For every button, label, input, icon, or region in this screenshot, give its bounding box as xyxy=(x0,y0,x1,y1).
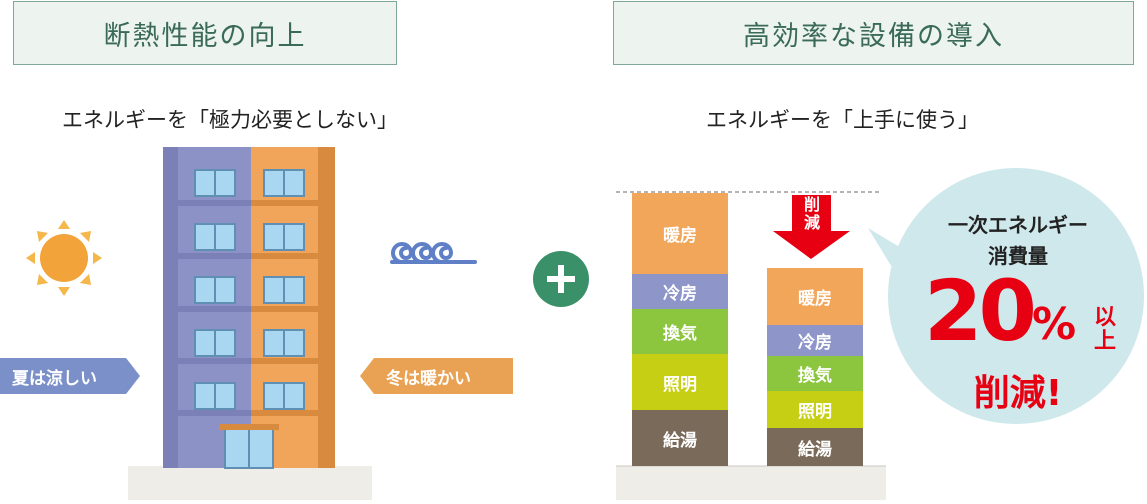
bubble-line1: 一次エネルギー xyxy=(948,213,1088,237)
summer-cool-tag: 夏は涼しい xyxy=(0,358,140,394)
segment-cooling-after: 冷房 xyxy=(767,325,863,356)
segment-cooling-before: 冷房 xyxy=(632,274,728,309)
ground xyxy=(128,466,372,500)
bubble-percent: % xyxy=(1032,299,1077,350)
floor-bands xyxy=(163,200,335,416)
building-illustration xyxy=(26,147,477,500)
left-subtitle: エネルギーを「極力必要としない」 xyxy=(62,108,398,132)
bar-after: 暖房 冷房 換気 照明 給湯 xyxy=(767,268,863,466)
bubble-line2: 消費量 xyxy=(988,244,1048,268)
segment-ventilation-after: 換気 xyxy=(767,356,863,391)
summer-cool-label: 夏は涼しい xyxy=(12,368,97,389)
bubble-suffix-top: 以 xyxy=(1094,305,1117,330)
segment-hotwater-before: 給湯 xyxy=(632,410,728,466)
segment-lighting-after: 照明 xyxy=(767,391,863,428)
segment-heating-before: 暖房 xyxy=(632,193,728,274)
reduction-arrow-icon xyxy=(773,195,850,259)
bar-before: 暖房 冷房 換気 照明 給湯 xyxy=(632,193,728,466)
segment-heating-after: 暖房 xyxy=(767,268,863,325)
segment-ventilation-before: 換気 xyxy=(632,309,728,354)
left-header: 断熱性能の向上 xyxy=(13,1,397,65)
reduction-arrow-label: 削減 xyxy=(803,195,820,232)
bubble-number: 20 xyxy=(924,262,1037,360)
winter-warm-label: 冬は暖かい xyxy=(386,368,471,389)
segment-lighting-before: 照明 xyxy=(632,354,728,410)
bubble-line-bottom: 削減! xyxy=(973,373,1063,414)
bubble-suffix-bottom: 上 xyxy=(1094,329,1117,354)
segment-hotwater-after: 給湯 xyxy=(767,428,863,466)
sun-icon xyxy=(26,220,102,296)
right-subtitle: エネルギーを「上手に使う」 xyxy=(706,108,979,132)
wind-icon xyxy=(390,242,477,264)
winter-warm-tag: 冬は暖かい xyxy=(360,358,513,394)
plus-icon xyxy=(533,251,589,307)
right-header: 高効率な設備の導入 xyxy=(613,1,1134,65)
